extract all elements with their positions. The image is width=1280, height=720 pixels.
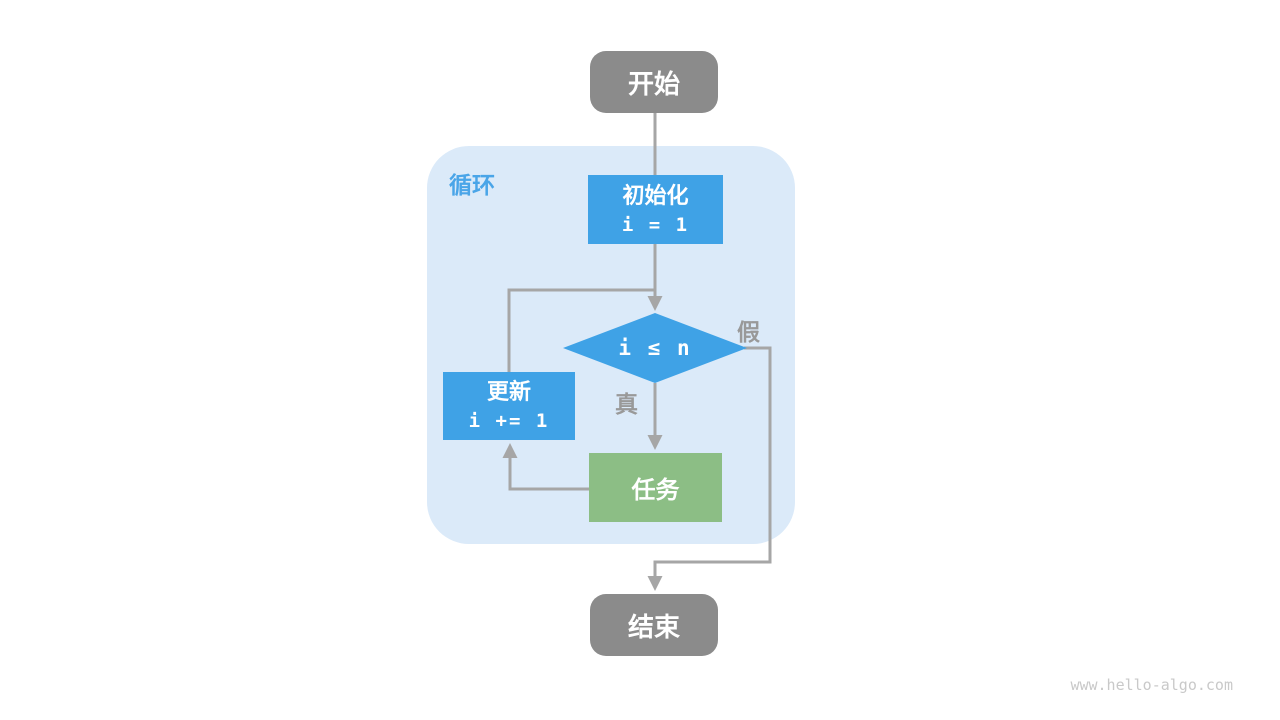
update-node: 更新 i += 1 <box>443 372 575 440</box>
init-node-code: i = 1 <box>621 213 690 236</box>
connector-condition-false-to-end <box>647 346 772 591</box>
start-node: 开始 <box>590 51 718 113</box>
update-node-title: 更新 <box>486 379 531 405</box>
task-node: 任务 <box>589 453 722 522</box>
update-node-code: i += 1 <box>468 410 550 433</box>
edge-label-false: 假 <box>737 319 760 345</box>
init-node-title: 初始化 <box>622 182 689 208</box>
edge-label-true: 真 <box>615 391 638 417</box>
condition-code: i ≤ n <box>618 336 692 360</box>
start-node-label: 开始 <box>627 68 680 99</box>
condition-node-label: i ≤ n <box>563 313 747 383</box>
watermark-text: www.hello-algo.com <box>1070 676 1233 694</box>
loop-region-label: 循环 <box>449 172 495 198</box>
condition-diamond <box>563 313 747 383</box>
end-node: 结束 <box>590 594 718 656</box>
end-node-label: 结束 <box>627 611 680 642</box>
connector-update-to-condition <box>507 288 655 372</box>
task-node-label: 任务 <box>631 477 680 504</box>
init-node: 初始化 i = 1 <box>588 175 723 244</box>
connector-task-to-update <box>502 443 589 491</box>
